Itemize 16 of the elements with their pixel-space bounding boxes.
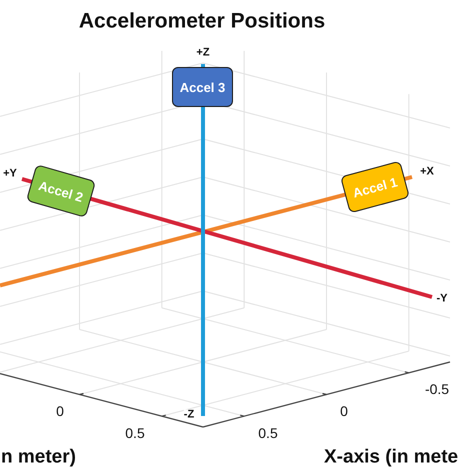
tick-label: 0.5 bbox=[125, 426, 145, 440]
chart-title: Accelerometer Positions bbox=[78, 10, 326, 32]
axis-end-label: +Y bbox=[3, 168, 17, 180]
axis-title: n meter) bbox=[1, 448, 76, 466]
sensor-box: Accel 2 bbox=[26, 164, 96, 218]
tick-label: -0.5 bbox=[424, 382, 450, 396]
sensor-box: Accel 3 bbox=[172, 67, 233, 107]
tick-label: 0 bbox=[56, 404, 64, 418]
axis-title: X-axis (in mete bbox=[324, 448, 458, 466]
sensor-box: Accel 1 bbox=[340, 160, 410, 214]
tick-label: 0.5 bbox=[258, 426, 278, 440]
axis-end-label: +X bbox=[420, 166, 434, 178]
axis-end-label: +Z bbox=[196, 48, 210, 58]
axis-end-label: -Z bbox=[184, 410, 194, 420]
tick-label: 0 bbox=[340, 404, 348, 418]
axis-end-label: -Y bbox=[436, 294, 448, 304]
